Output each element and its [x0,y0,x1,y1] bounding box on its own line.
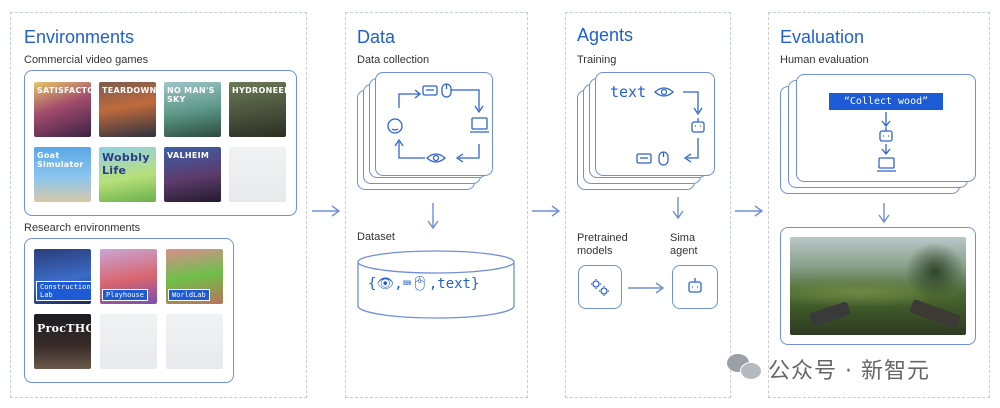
training-text: text [610,83,647,101]
game-goat-simulator: Goat Simulator [34,147,91,202]
sima-agent-box [672,265,718,309]
research-construction-lab: Construction Lab [34,249,91,304]
dataset-label: Dataset [357,231,395,243]
training-label: Training [577,54,617,66]
training-card [595,72,715,176]
human-evaluation-label: Human evaluation [780,54,869,66]
research-worldlab: WorldLab [166,249,223,304]
research-placeholder-1 [100,314,157,369]
sima-agent-label: Sima agent [670,232,698,257]
dataset-contents: {👁,⌨🖱,text} [368,276,480,292]
instruction-chip: “Collect wood” [829,93,943,110]
arrow-right-icon [735,205,764,217]
commercial-games-label: Commercial video games [24,54,149,66]
agents-panel [565,12,731,398]
watermark-text: 公众号 · 新智元 [768,359,930,384]
data-panel [345,12,528,398]
pretrained-models-box [578,265,622,309]
arrow-down-icon [878,203,890,224]
wechat-logo [727,352,763,382]
gears-icon [591,279,609,296]
pretrained-models-label: Pretrained models [577,232,628,257]
arrow-right-icon [628,282,665,294]
evaluation-title: Evaluation [780,27,865,47]
research-procthor: ProcTHOR [34,314,91,369]
game-satisfactory: SATISFACTORY [34,82,91,137]
training-diagram [636,87,705,166]
game-wobbly-life: Wobbly Life [99,147,156,202]
agents-title: Agents [577,25,634,45]
research-environments-label: Research environments [24,222,141,234]
gameplay-screenshot [790,237,966,335]
arrow-down-icon [672,197,684,220]
dataset-cylinder [357,250,515,319]
robot-icon [688,278,702,293]
game-placeholder [229,147,286,202]
research-playhouse: Playhouse [100,249,157,304]
arrow-down-icon [427,203,439,230]
data-collection-label: Data collection [357,54,430,66]
environments-title: Environments [24,27,135,47]
research-placeholder-2 [166,314,223,369]
eval-flow-diagram [877,112,896,172]
arrow-right-icon [532,205,561,217]
game-no-mans-sky: NO MAN'S SKY [164,82,221,137]
environments-panel [10,12,307,398]
arrow-right-icon [312,205,341,217]
game-hydroneer: HYDRONEER [229,82,286,137]
evaluation-panel [768,12,990,398]
game-valheim: VALHEIM [164,147,221,202]
collection-loop-diagram [387,83,489,163]
data-title: Data [357,27,396,47]
game-teardown: TEARDOWN [99,82,156,137]
